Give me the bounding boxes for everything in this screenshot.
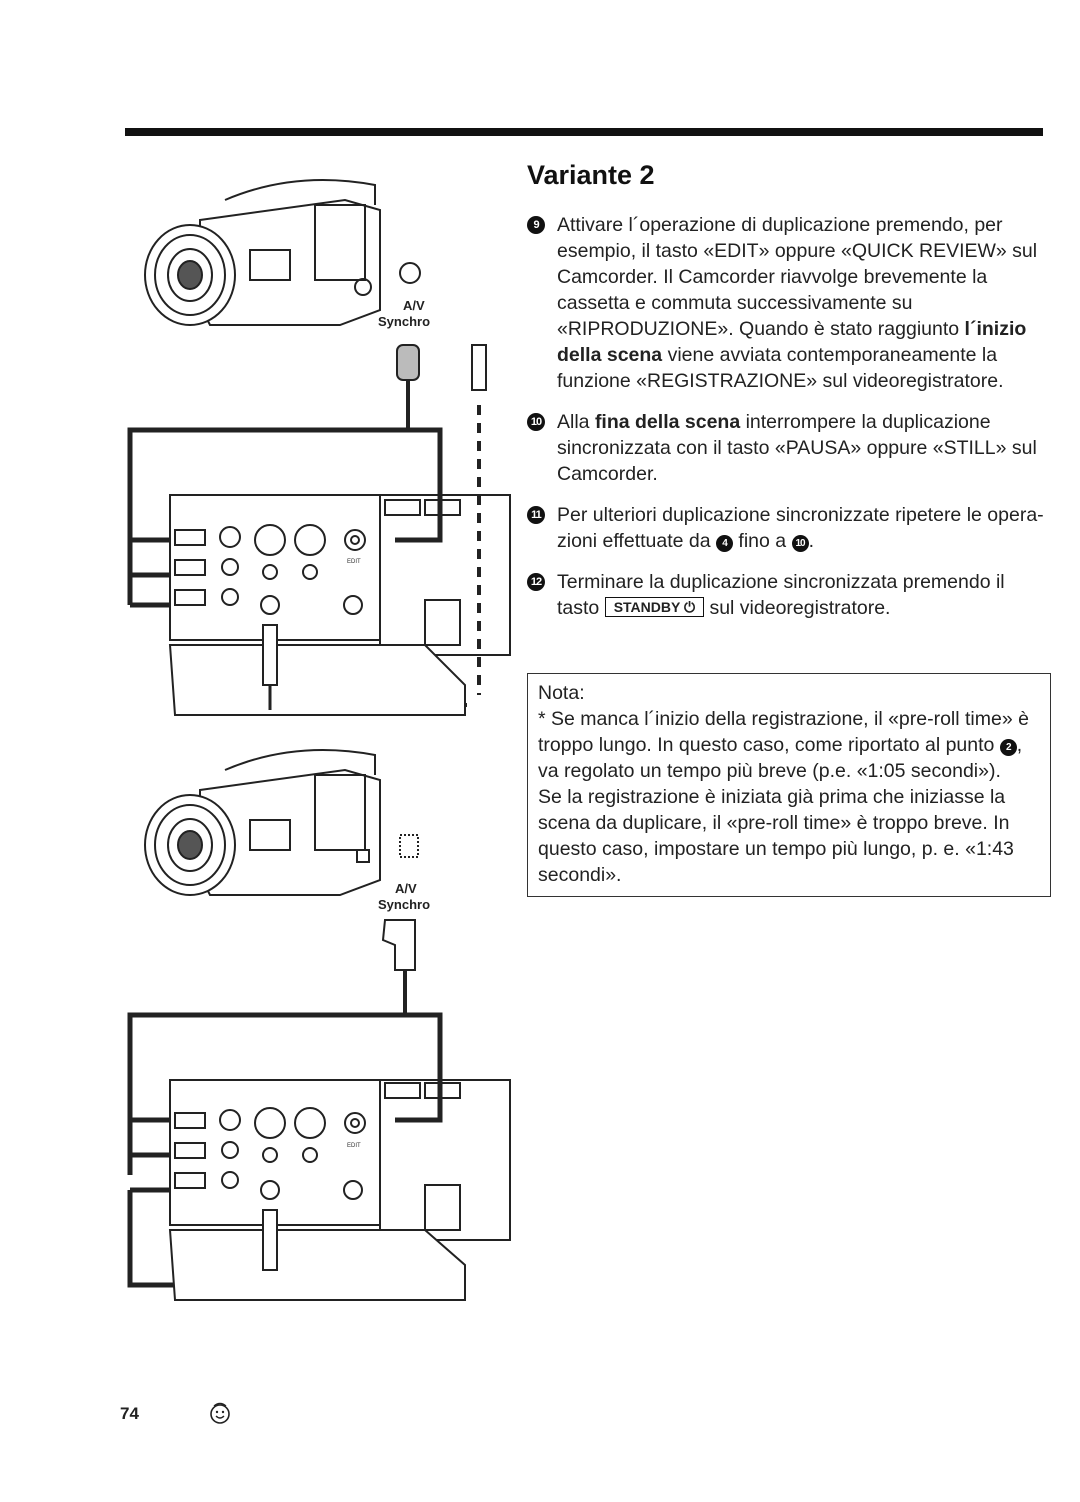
standby-key: STANDBY ⏻ [604,597,705,617]
camcorder-vcr-diagram-top: A/V Synchro EDIT [127,179,511,716]
note-title: Nota: [538,682,585,704]
steps-list: 9 Attivare l´operazione di duplicazione … [527,212,1047,636]
step-11: 11 Per ulteriori duplicazione sincronizz… [527,502,1047,554]
step-10: 10 Alla fina della scena interrompere la… [527,409,1047,487]
edit-label-top: EDIT [347,559,361,565]
step-text: . [808,530,814,552]
note-text: * Se manca l´inizio della registrazione,… [538,708,1029,756]
step-text: viene avviata contemporaneamente la funz… [557,344,1004,392]
step-text: Attivare l´operazione di duplicazione pr… [557,214,1038,340]
step-text: interrompere la duplicazione sincronizza… [557,411,1037,485]
section-heading: Variante 2 [527,160,655,190]
step-bold: l´inizio della scena [557,318,1027,366]
page-number: 74 [120,1404,139,1423]
step-number: 9 [527,216,545,234]
note-paragraph-2: Se la registrazione è iniziata già prima… [538,786,1014,886]
step-reference: 4 [716,535,734,552]
note-text: , va regolato un tempo più breve (p.e. «… [538,734,1023,782]
edit-label-bottom: EDIT [347,1143,361,1149]
top-rule [125,128,1043,136]
step-number: 12 [527,573,545,591]
note-box: Nota: * Se manca l´inizio della registra… [527,673,1051,897]
language-face-icon [210,1402,230,1424]
synchro-label-bottom: Synchro [378,897,430,912]
step-bold: fina della scena [594,411,741,433]
step-number: 10 [527,413,545,431]
step-text: fino a [733,530,792,552]
step-9: 9 Attivare l´operazione di duplicazione … [527,212,1047,394]
av-label-top: A/V [403,298,425,313]
synchro-label-top: Synchro [378,314,430,329]
step-text: Alla [557,411,595,433]
step-text: Terminare la duplicazione sincronizzata … [557,571,1005,619]
note-reference: 2 [999,739,1017,756]
step-text: Per ulteriori duplicazione sincronizzate… [557,504,1044,552]
av-label-bottom: A/V [395,881,417,896]
step-reference: 10 [791,535,809,552]
step-text: sul videoregistratore. [704,597,891,619]
step-number: 11 [527,506,545,524]
camcorder-vcr-diagram-bottom: A/V Synchro EDIT [127,749,511,1301]
note-paragraph-1: * Se manca l´inizio della registrazione,… [538,706,1040,784]
step-12: 12 Terminare la duplicazione sincronizza… [527,569,1047,621]
